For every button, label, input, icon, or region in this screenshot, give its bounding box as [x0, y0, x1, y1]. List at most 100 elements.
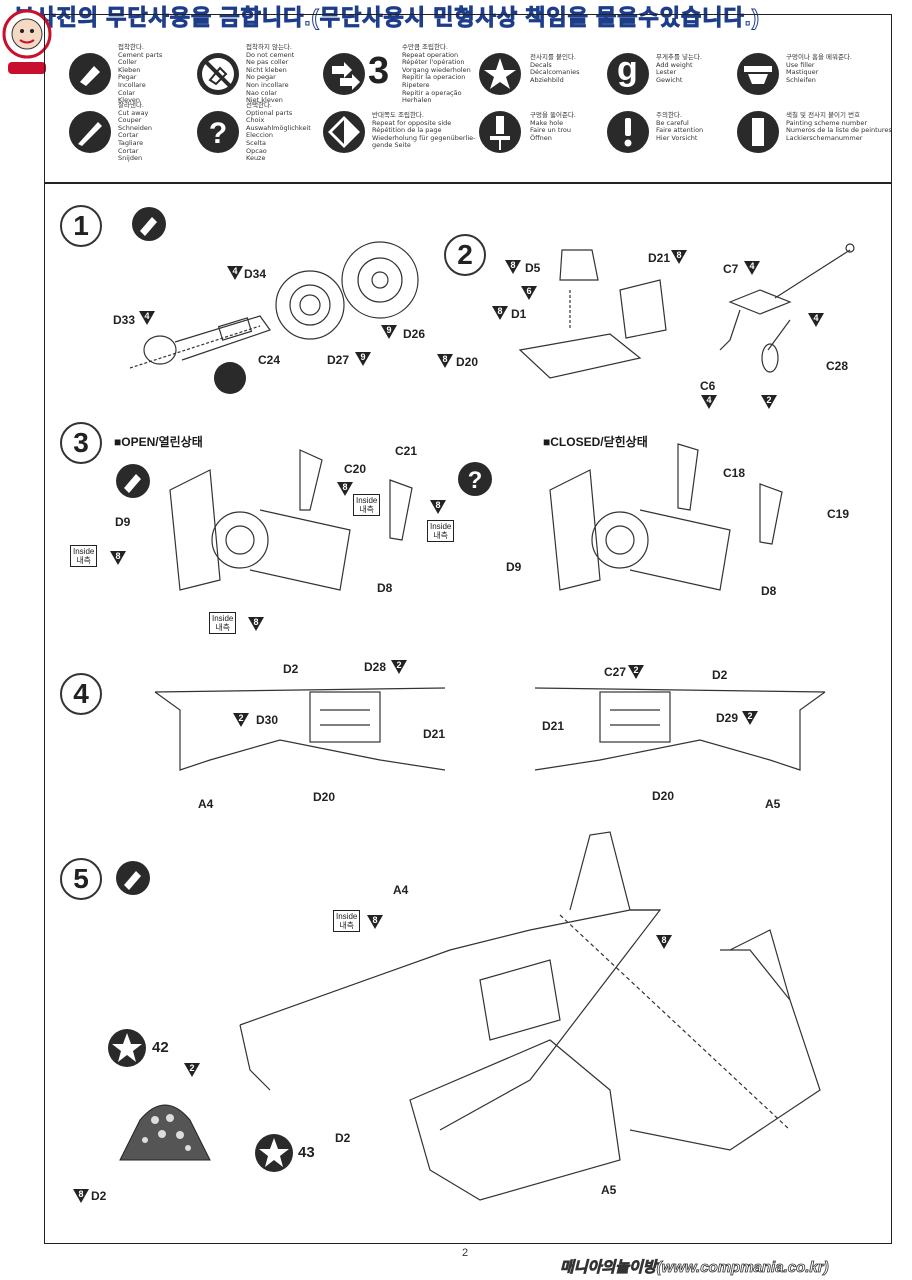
cowling-closed-drawing [549, 443, 783, 591]
legend-panel [44, 14, 892, 184]
paint-code-triangle: 6 [521, 286, 537, 300]
part-label-d2: D2 [283, 662, 299, 676]
legend-text-weight: 무게추를 넣는다. Add weight Lester Gewicht [656, 53, 702, 84]
step-1-number: 1 [60, 205, 102, 247]
decal-star-icon [479, 53, 521, 95]
legend-text-decal: 전사지를 붙인다. Decals Décalcomanies Abziehbil… [530, 53, 580, 84]
part-label-a4-step5: A4 [393, 883, 409, 897]
part-label-c24: C24 [258, 353, 281, 367]
cement-icon [116, 464, 150, 498]
opposite-side-icon [323, 111, 365, 153]
legend-text-repeat: 수만큼 조립한다. Repeat operation Répéter l'opé… [402, 43, 471, 105]
paint-code-triangle: 2 [761, 395, 777, 409]
paint-code-triangle: 2 [184, 1063, 200, 1077]
part-label-d20-right: D20 [652, 789, 675, 803]
part-label-d27: D27 [327, 353, 350, 367]
closed-state-title: ■CLOSED/닫힌상태 [543, 435, 648, 449]
choice-icon: ? [458, 462, 492, 496]
part-label-d21: D21 [423, 727, 446, 741]
step-5-number: 5 [60, 858, 102, 900]
step-4-number: 4 [60, 673, 102, 715]
part-label-d28: D28 [364, 660, 387, 674]
paint-code-triangle: 4 [227, 266, 243, 280]
paint-code-triangle: 8 [656, 935, 672, 949]
paint-code-triangle: 8 [492, 306, 508, 320]
cement-icon [132, 207, 166, 241]
part-label-c18: C18 [723, 466, 746, 480]
paint-scheme-icon [737, 111, 779, 153]
engine-assembly-drawing [129, 241, 419, 394]
part-label-d5: D5 [525, 261, 541, 275]
part-label-a5-step5: A5 [601, 1183, 617, 1197]
repeat-count: 3 [368, 50, 390, 92]
paint-code-triangle: 8 [430, 500, 446, 514]
cockpit-seat-drawing [518, 249, 667, 379]
legend-text-paint-scheme: 색칠 및 전사지 붙이기 번호 Painting scheme number N… [786, 111, 892, 142]
cement-icon [116, 861, 150, 895]
drill-icon [479, 111, 521, 153]
copyright-watermark: 본사진의 무단사용을 금합니다.(무단사용시 민형사상 책임을 물을수있습니다.… [13, 5, 761, 31]
part-label-c6: C6 [700, 379, 716, 393]
decal-star-icon [108, 1029, 146, 1067]
caution-icon [607, 111, 649, 153]
no-cement-icon [197, 53, 239, 95]
part-label-c19: C19 [827, 507, 850, 521]
decal-number-43: 43 [298, 1144, 315, 1161]
part-label-c20: C20 [344, 462, 367, 476]
paint-code-triangle: 4 [701, 395, 717, 409]
part-label-c28: C28 [826, 359, 849, 373]
paint-code-triangle: 8 [73, 1189, 89, 1203]
part-label-d21: D21 [648, 251, 671, 265]
fuselage-right-drawing [534, 687, 826, 771]
legend-text-cut-away: 잘라낸다. Cut away Couper Schneiden Cortar T… [118, 101, 152, 163]
filler-icon [737, 53, 779, 95]
svg-text:?: ? [209, 117, 227, 150]
page-number: 2 [462, 1247, 469, 1259]
repeat-icon [323, 53, 365, 95]
part-label-d21-right: D21 [542, 719, 565, 733]
part-label-d26: D26 [403, 327, 426, 341]
part-label-d33: D33 [113, 313, 136, 327]
paint-code-triangle: 8 [437, 354, 453, 368]
paint-code-triangle: 8 [505, 260, 521, 274]
weight-letter: g [617, 50, 638, 88]
comp-mania-logo [2, 9, 52, 74]
paint-code-triangle: 8 [671, 250, 687, 264]
paint-code-triangle: 9 [381, 325, 397, 339]
instruction-panel [44, 182, 892, 1244]
part-label-c21: C21 [395, 444, 418, 458]
paint-code-triangle: 2 [628, 665, 644, 679]
part-label-d2-right: D2 [712, 668, 728, 682]
part-label-c27: C27 [604, 665, 627, 679]
cowling-open-drawing [169, 449, 413, 591]
part-label-d20: D20 [313, 790, 336, 804]
weight-icon [607, 53, 649, 95]
cement-icon [69, 53, 111, 95]
part-label-c7: C7 [723, 262, 739, 276]
part-label-a5: A5 [765, 797, 781, 811]
part-label-a4: A4 [198, 797, 214, 811]
part-label-d29: D29 [716, 711, 739, 725]
paint-code-triangle: 2 [742, 711, 758, 725]
paint-code-triangle: 4 [139, 311, 155, 325]
step-2-number: 2 [444, 234, 486, 276]
paint-code-triangle: 4 [808, 313, 824, 327]
part-label-d2-step5: D2 [335, 1131, 351, 1145]
part-label-d30: D30 [256, 713, 279, 727]
cut-away-icon [69, 111, 111, 153]
open-state-title: ■OPEN/열린상태 [114, 435, 203, 449]
part-label-d8: D8 [377, 581, 393, 595]
landing-gear-drawing [719, 243, 855, 373]
part-label-d8-closed: D8 [761, 584, 777, 598]
fuselage-assembly-drawing [239, 831, 821, 1201]
legend-text-opposite: 반대쪽도 조립한다. Repeat for opposite side Répé… [372, 111, 476, 150]
instrument-panel-drawing [119, 1104, 211, 1161]
legend-text-caution: 주의한다. Be careful Faire attention Hier Vo… [656, 111, 704, 142]
svg-text:?: ? [468, 467, 483, 494]
paint-code-triangle: 2 [391, 660, 407, 674]
paint-code-triangle: 8 [110, 551, 126, 565]
paint-code-triangle: 8 [367, 915, 383, 929]
